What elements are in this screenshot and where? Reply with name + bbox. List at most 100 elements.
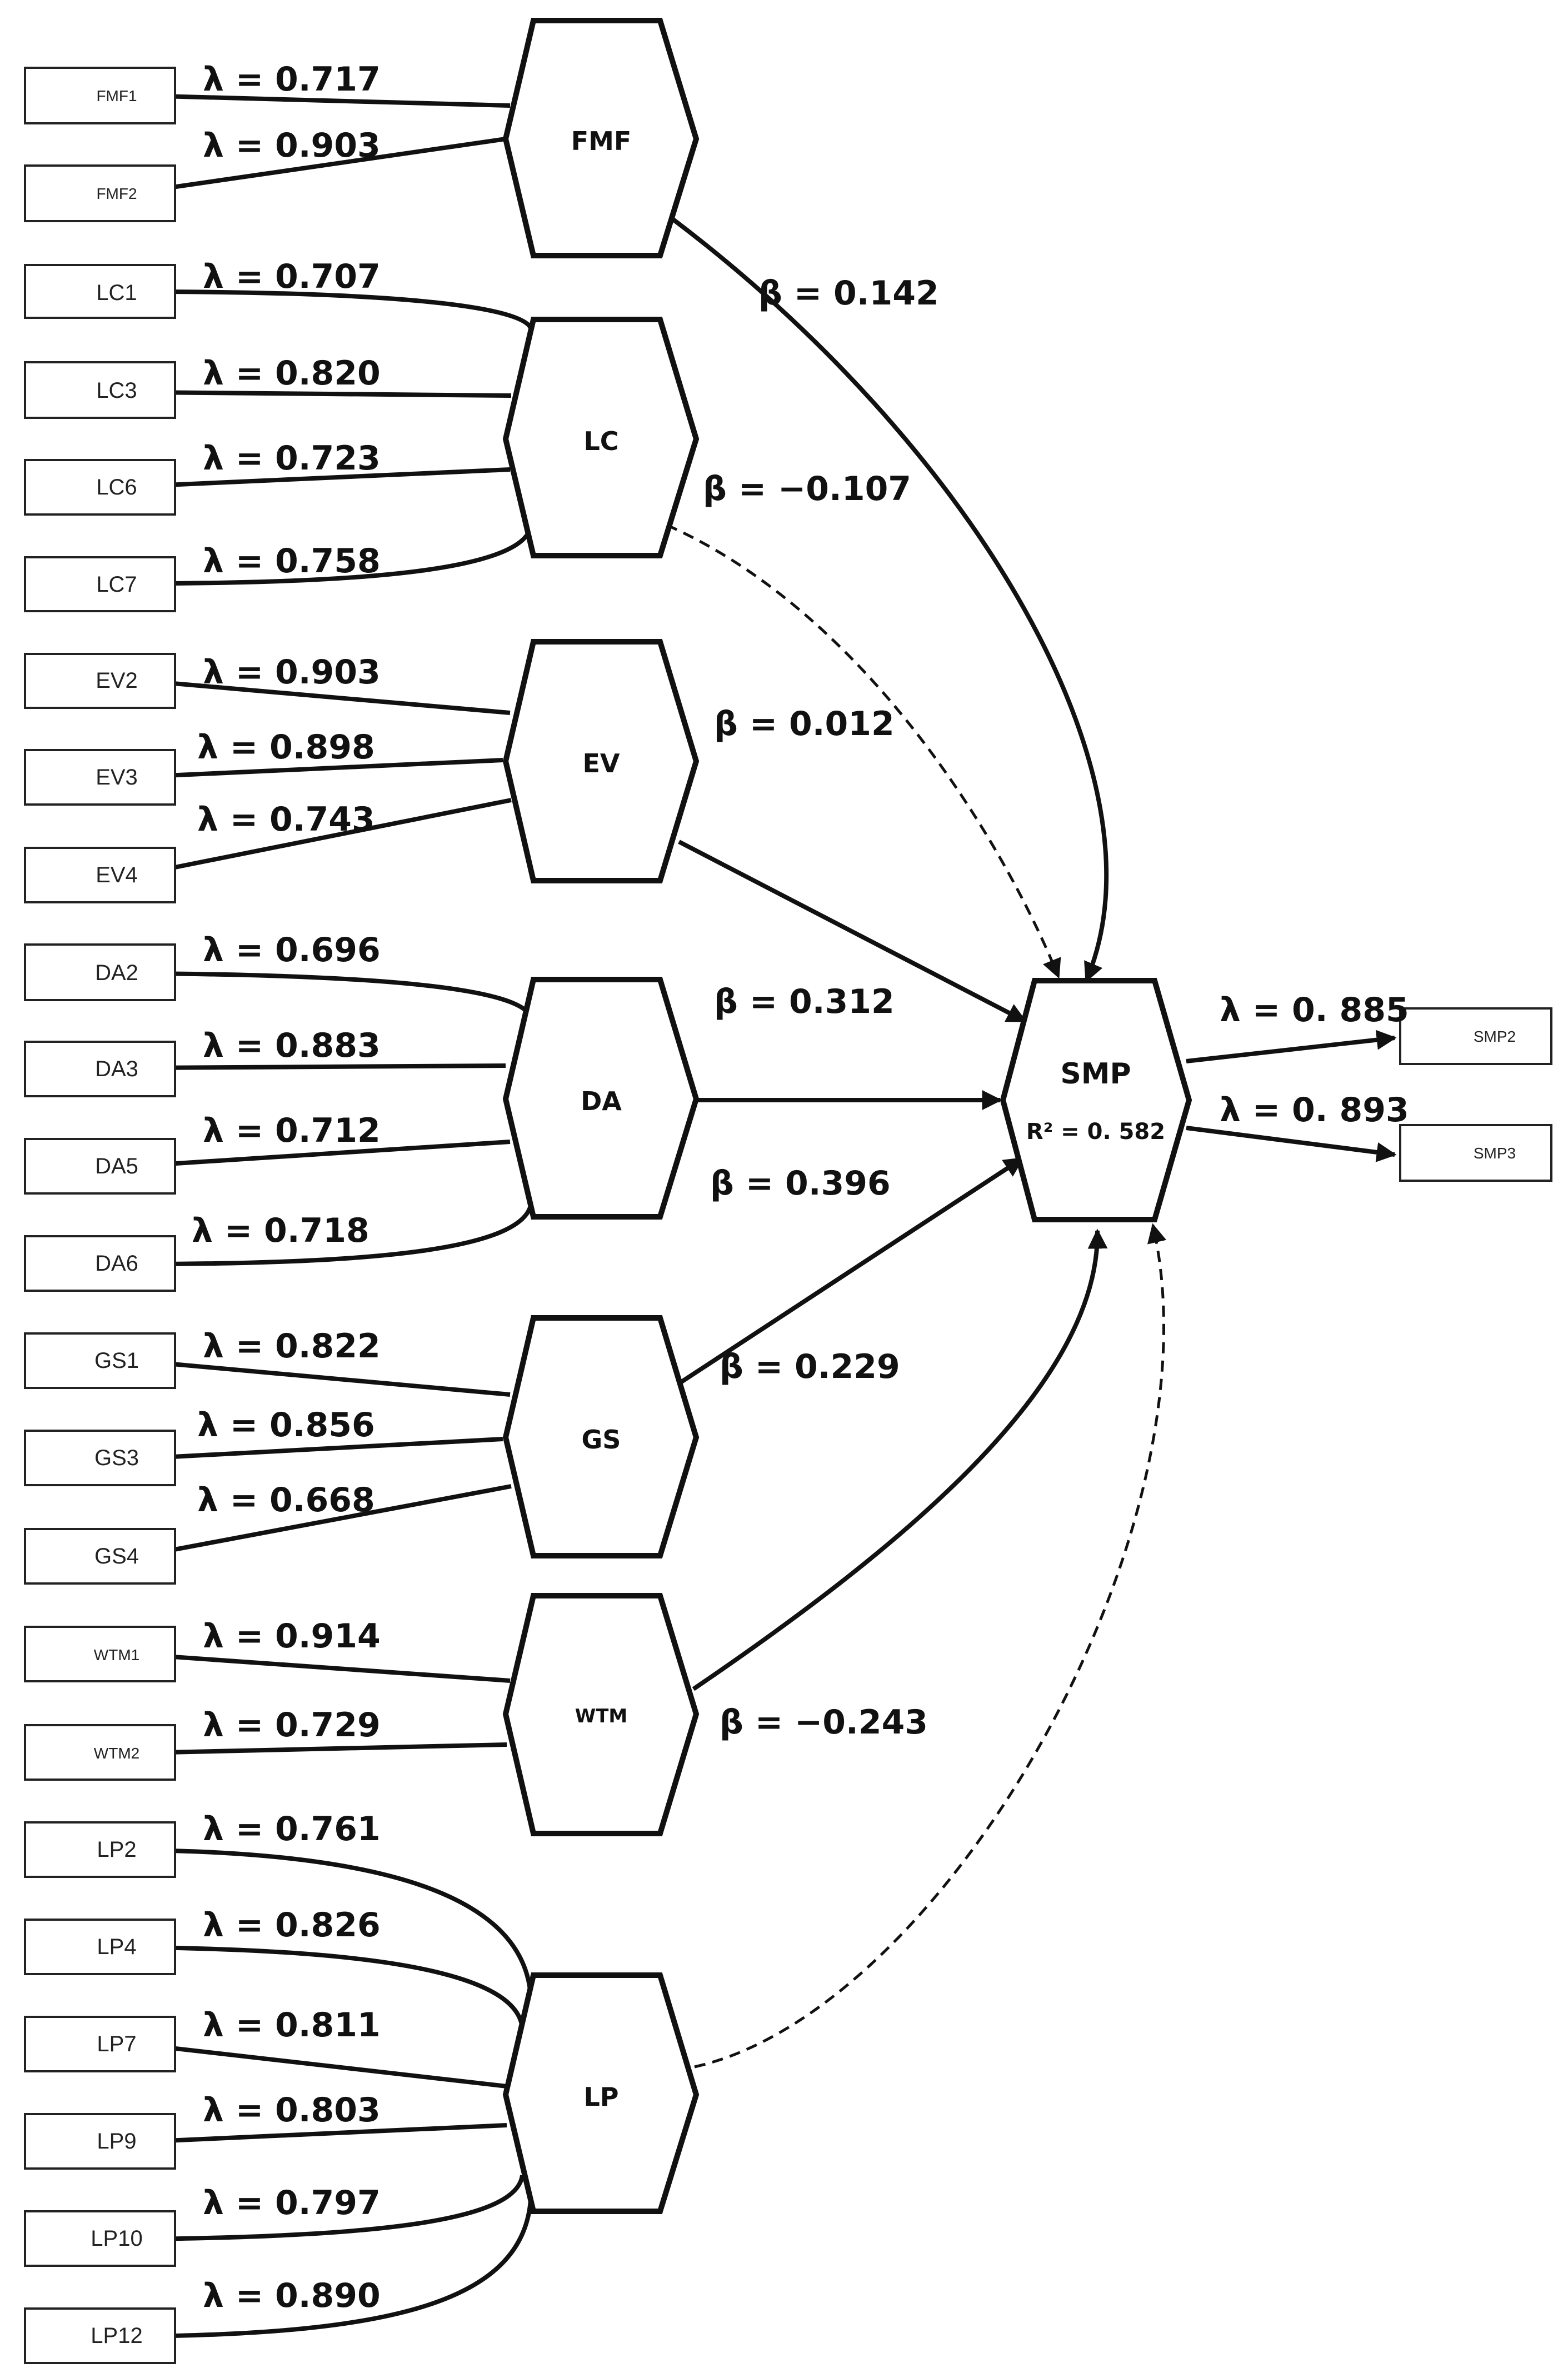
indicator-label: SMP3: [1474, 1145, 1516, 1162]
loading-label-fmf2: λ = 0.903: [203, 126, 381, 165]
indicator-boxes: FMF1 FMF2 LC1 LC3 LC6 LC7 EV2 EV3 EV4 DA…: [24, 67, 1552, 2364]
loading-label-lc3: λ = 0.820: [203, 354, 381, 393]
edge-da-da6: [139, 1205, 533, 1274]
indicator-ev2: EV2: [24, 653, 176, 709]
indicator-label: DA6: [95, 1251, 138, 1276]
indicator-label: WTM1: [94, 1646, 139, 1663]
indicator-lp2: LP2: [24, 1821, 176, 1878]
latent-lc: LC: [502, 317, 700, 558]
indicator-lc6: LC6: [24, 459, 176, 516]
loading-label-ev2: λ = 0.903: [203, 653, 381, 692]
latent-gs: GS: [502, 1315, 700, 1558]
edge-da-da2: [139, 963, 533, 1018]
path-wtm-smp: [692, 1228, 1108, 1691]
indicator-ev3: EV3: [24, 749, 176, 806]
path-label-ev: β = 0.012: [714, 705, 895, 743]
indicator-label: EV2: [96, 668, 138, 693]
edge-lp-lp12: [139, 2200, 533, 2346]
indicator-label: LP2: [97, 1837, 136, 1862]
loading-label-lp2: λ = 0.761: [203, 1810, 381, 1849]
edge-fmf-fmf1: [139, 86, 511, 108]
indicator-lp4: LP4: [24, 1919, 176, 1975]
latent-smp: SMP R² = 0. 582: [1000, 978, 1192, 1222]
indicator-wtm2: WTM2: [24, 1724, 176, 1781]
loading-label-da2: λ = 0.696: [203, 931, 381, 970]
edge-smp-smp2: [1186, 1030, 1397, 1063]
loading-label-gs4: λ = 0.668: [197, 1481, 375, 1520]
loading-label-da3: λ = 0.883: [203, 1026, 381, 1065]
loading-label-lp9: λ = 0.803: [203, 2091, 381, 2130]
indicator-lp12: LP12: [24, 2307, 176, 2364]
edge-da-da5: [139, 1140, 511, 1175]
edge-lp-lp2: [139, 1840, 533, 1995]
latent-fmf: FMF: [502, 18, 700, 258]
loading-label-wtm1: λ = 0.914: [203, 1617, 381, 1656]
edge-ev-ev4: [139, 798, 512, 881]
indicator-label: LC7: [96, 572, 137, 597]
edge-fmf-fmf2: [139, 137, 506, 199]
indicator-lp10: LP10: [24, 2210, 176, 2267]
indicator-label: DA2: [95, 961, 138, 985]
path-coefficient-labels: β = 0.142 β = −0.107 β = 0.012 β = 0.312…: [703, 274, 939, 1742]
loading-label-gs3: λ = 0.856: [197, 1406, 375, 1445]
indicator-smp2: SMP2: [1399, 1007, 1552, 1065]
indicator-fmf1: FMF1: [24, 67, 176, 124]
loading-label-wtm2: λ = 0.729: [203, 1706, 381, 1745]
indicator-label: LC1: [96, 281, 137, 305]
indicator-lc1: LC1: [24, 264, 176, 319]
indicator-fmf2: FMF2: [24, 164, 176, 222]
edge-lp-lp9: [139, 2123, 507, 2151]
indicator-da2: DA2: [24, 943, 176, 1001]
indicator-gs4: GS4: [24, 1528, 176, 1585]
path-label-wtm: β = −0.243: [720, 1703, 928, 1742]
indicator-da5: DA5: [24, 1138, 176, 1195]
loading-label-lp12: λ = 0.890: [203, 2276, 381, 2315]
loading-label-lp7: λ = 0.811: [203, 2006, 381, 2045]
indicator-label: WTM2: [94, 1745, 139, 1762]
edge-gs-gs3: [139, 1437, 503, 1468]
path-label-lc: β = −0.107: [703, 469, 911, 508]
indicator-label: LP12: [91, 2324, 142, 2348]
indicator-label: LP9: [97, 2129, 136, 2154]
latent-lp: LP: [502, 1972, 700, 2214]
path-fmf-smp: [668, 214, 1109, 983]
latent-label: DA: [581, 1086, 622, 1116]
indicator-lc3: LC3: [24, 361, 176, 419]
path-gs-smp: [677, 1156, 1025, 1386]
edge-lp-lp4: [139, 1937, 525, 2029]
loading-label-lc6: λ = 0.723: [203, 439, 381, 478]
latent-da: DA: [502, 977, 700, 1220]
indicator-label: LP4: [97, 1935, 136, 1959]
edge-da-da3: [139, 1057, 506, 1078]
loading-label-lc1: λ = 0.707: [203, 257, 381, 296]
latent-label: FMF: [571, 126, 632, 156]
indicator-gs1: GS1: [24, 1332, 176, 1389]
latent-nodes: FMF LC EV DA GS WTM LP SMP R² = 0: [502, 18, 1192, 2214]
loading-label-lp10: λ = 0.797: [203, 2184, 381, 2222]
indicator-label: FMF1: [96, 87, 137, 104]
loading-label-smp2: λ = 0. 885: [1220, 991, 1409, 1030]
loading-label-ev3: λ = 0.898: [197, 728, 375, 767]
edge-lp-lp10: [139, 2175, 525, 2249]
path-ev-smp: [678, 840, 1027, 1023]
loading-label-smp3: λ = 0. 893: [1220, 1091, 1409, 1130]
edge-ev-ev2: [139, 672, 511, 715]
indicator-label: LC6: [96, 475, 137, 499]
edge-lc-lc7: [139, 527, 533, 593]
edge-smp-smp3: [1186, 1126, 1397, 1162]
indicator-lp7: LP7: [24, 2016, 176, 2072]
indicator-label: EV4: [96, 863, 138, 887]
latent-label: EV: [582, 748, 620, 778]
latent-label: WTM: [575, 1705, 628, 1727]
indicator-label: LC3: [96, 378, 137, 403]
loading-edges: [139, 86, 1397, 2346]
edge-wtm-wtm2: [139, 1742, 507, 1763]
edge-lc-lc6: [139, 467, 511, 496]
edge-ev-ev3: [139, 758, 503, 786]
indicator-label: GS4: [94, 1544, 139, 1568]
indicator-da6: DA6: [24, 1235, 176, 1292]
edge-lc-lc1: [139, 282, 533, 329]
loading-labels: λ = 0.717 λ = 0.903 λ = 0.707 λ = 0.820 …: [192, 60, 1409, 2315]
path-label-da: β = 0.312: [714, 982, 895, 1021]
